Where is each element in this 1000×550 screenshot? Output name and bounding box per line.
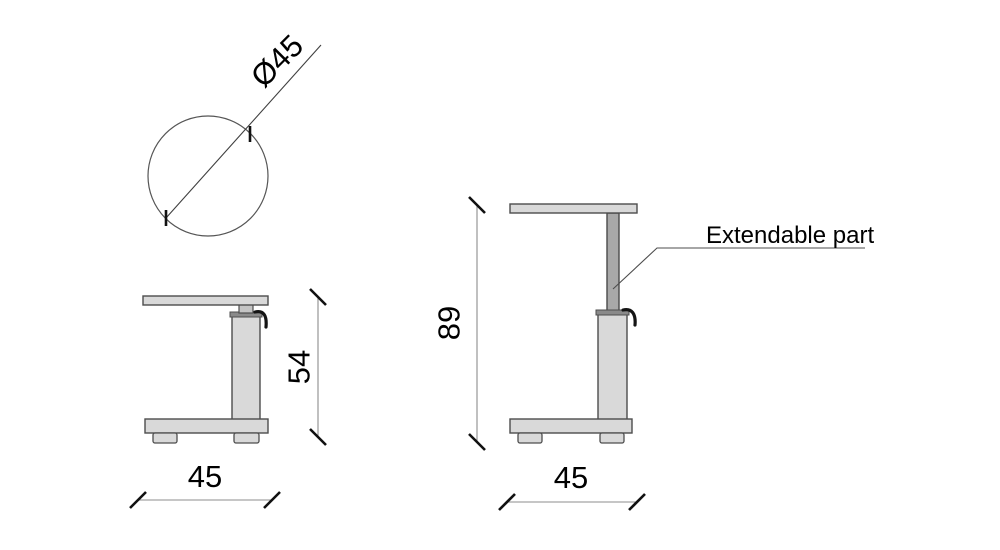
annotation-extendable-part: Extendable part (612, 222, 874, 290)
release-lever-retracted (253, 310, 268, 329)
side-view-extended: 89 45 Extendable part (432, 196, 874, 511)
extendable-column (606, 212, 620, 314)
height-dimension-retracted: 54 (282, 288, 327, 446)
annotation-label: Extendable part (706, 222, 874, 249)
side-view-retracted: 54 45 (129, 288, 327, 509)
height-tick-top-retracted (309, 288, 327, 306)
column-cap-extended (595, 309, 630, 316)
width-dimension-extended: 45 (498, 460, 646, 511)
height-dimension-extended: 89 (432, 196, 486, 451)
tabletop-extended (509, 203, 638, 214)
column-retracted (231, 313, 261, 425)
foot-left-extended (517, 432, 543, 444)
annotation-leader-line (612, 247, 865, 290)
width-dimension-retracted: 45 (129, 459, 281, 509)
base-plate-retracted (144, 418, 269, 434)
release-lever-extended (621, 308, 637, 327)
height-tick-bottom-extended (468, 433, 486, 451)
width-tick-left-retracted (129, 491, 147, 509)
tabletop-circle-outline (147, 115, 269, 237)
width-tick-right-extended (628, 493, 646, 511)
diameter-dimension-line (165, 44, 322, 219)
foot-right-retracted (233, 432, 260, 444)
foot-left-retracted (152, 432, 178, 444)
height-tick-top-extended (468, 196, 486, 214)
width-tick-right-retracted (263, 491, 281, 509)
height-tick-bottom-retracted (309, 428, 327, 446)
width-label-retracted: 45 (188, 459, 222, 494)
width-tick-left-extended (498, 493, 516, 511)
top-view: Ø45 (147, 28, 322, 237)
diameter-label: Ø45 (244, 28, 310, 94)
column-extended (597, 313, 628, 425)
foot-right-extended (599, 432, 625, 444)
tabletop-retracted (142, 295, 269, 306)
width-label-extended: 45 (554, 460, 588, 495)
height-label-extended: 89 (432, 306, 467, 340)
height-label-retracted: 54 (282, 350, 317, 384)
base-plate-extended (509, 418, 633, 434)
